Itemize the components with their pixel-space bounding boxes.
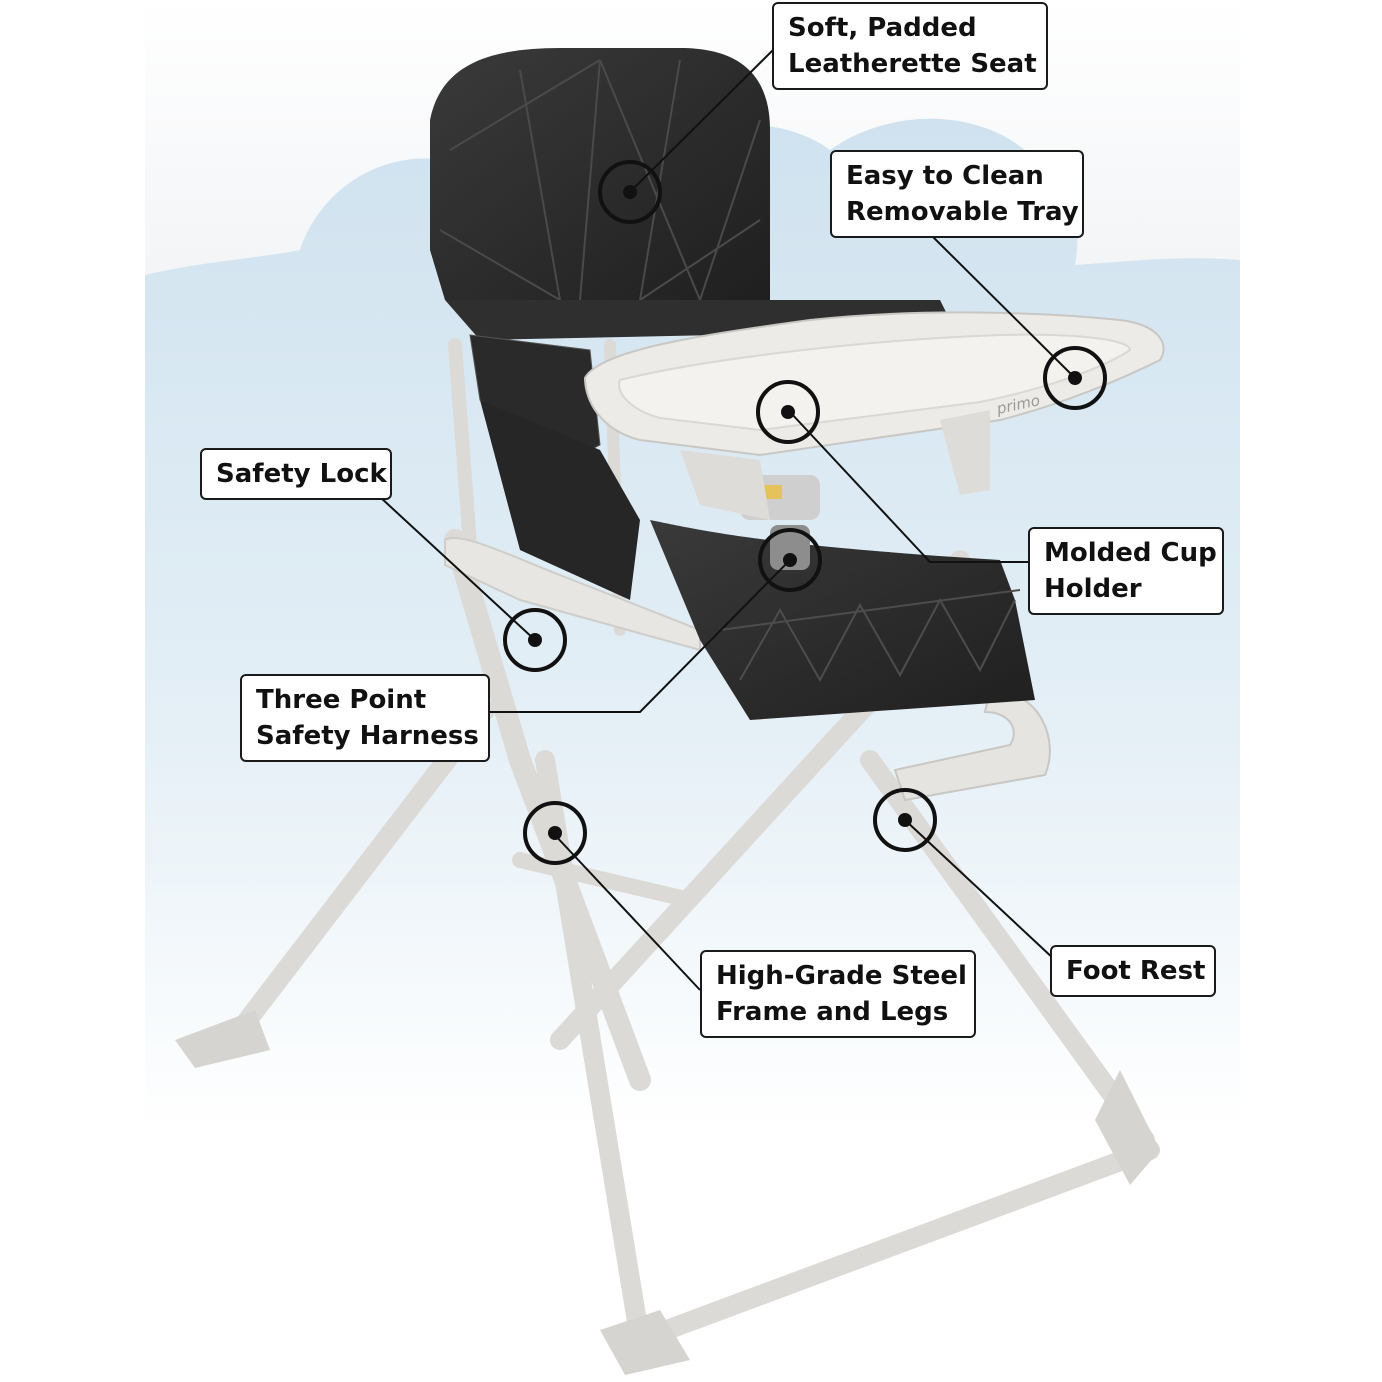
callout-foot-rest-line1: Foot Rest [1066,956,1206,986]
right-foot [1095,1070,1160,1185]
callout-safety-lock-line1: Safety Lock [216,459,387,489]
callout-tray: Easy to Clean Removable Tray [830,150,1084,238]
leg-cushion-stitching [719,589,1021,683]
callout-safety-lock: Safety Lock [200,448,392,500]
tray-inner-rim [618,333,1132,432]
callout-cup-holder: Molded Cup Holder [1028,527,1224,615]
seat-backrest [430,48,770,300]
callout-frame: High-Grade Steel Frame and Legs [700,950,976,1038]
marker-safety-lock [503,608,567,672]
bottom-foot [600,1310,690,1375]
callout-foot-rest: Foot Rest [1050,945,1216,997]
callout-harness-line1: Three Point [256,685,427,715]
left-foot [175,1010,270,1068]
callout-cup-holder-line2: Holder [1044,574,1142,604]
callout-seat: Soft, Padded Leatherette Seat [772,2,1048,90]
marker-seat [598,160,662,224]
callout-frame-line1: High-Grade Steel [716,961,967,991]
marker-frame [523,801,587,865]
seat-body [480,400,640,600]
callout-seat-line1: Soft, Padded [788,13,977,43]
backrest-stitching [439,59,761,301]
marker-tray [1043,346,1107,410]
callout-cup-holder-line1: Molded Cup [1044,538,1217,568]
marker-harness [758,528,822,592]
callout-harness: Three Point Safety Harness [240,674,490,762]
foot-rest-bar [893,688,1051,802]
seat-base [444,537,701,652]
marker-foot-rest [873,788,937,852]
leader-lines [379,47,1076,991]
callout-frame-line2: Frame and Legs [716,997,949,1027]
callout-seat-line2: Leatherette Seat [788,49,1037,79]
tray-support-right [940,410,990,495]
marker-cup-holder [756,380,820,444]
callout-harness-line2: Safety Harness [256,721,479,751]
callout-tray-line1: Easy to Clean [846,161,1044,191]
callout-tray-line2: Removable Tray [846,197,1079,227]
tray-support [680,450,770,520]
